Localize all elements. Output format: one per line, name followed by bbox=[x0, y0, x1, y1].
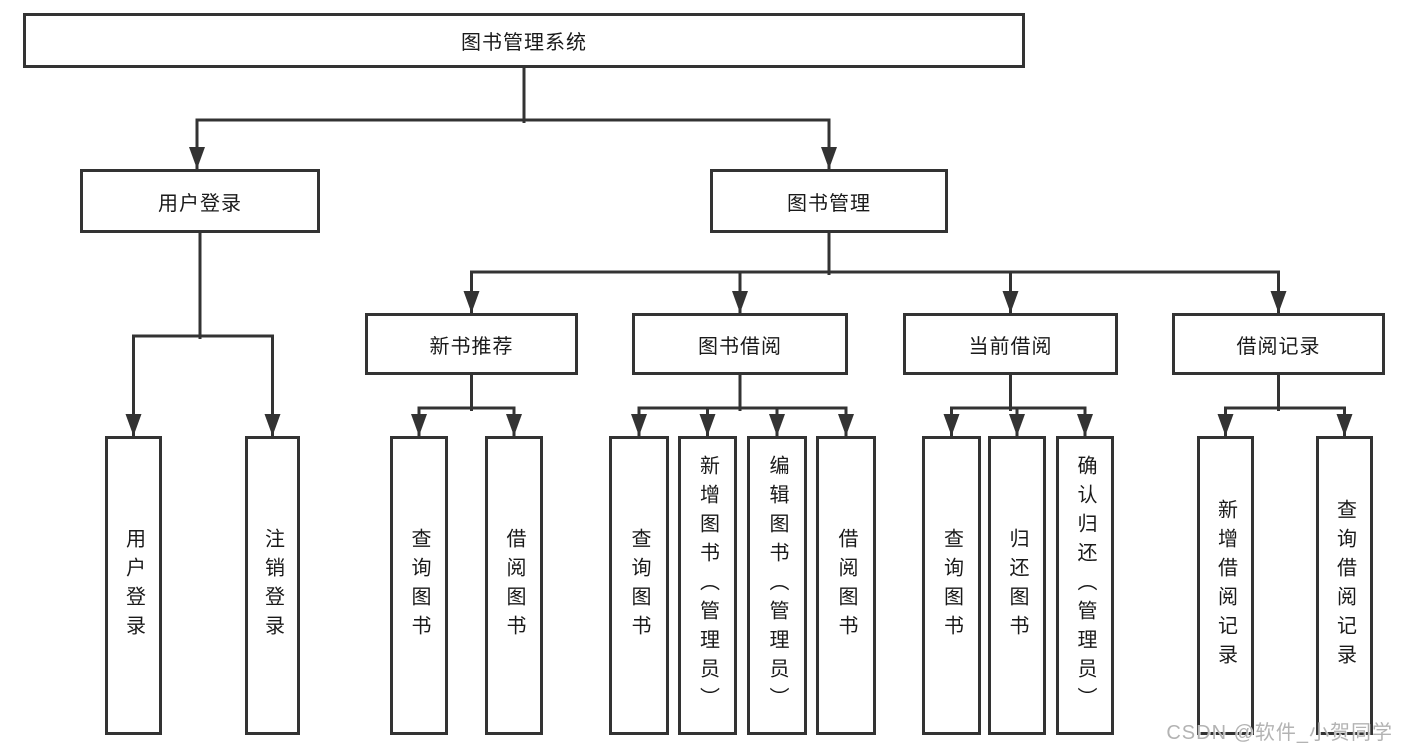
leaf-bb-edit-books-admin: 编辑图书（管理员） bbox=[747, 436, 807, 735]
leaf-cb-query-books-label: 查询图书 bbox=[940, 527, 963, 644]
leaf-bb-borrow-books-label: 借阅图书 bbox=[835, 527, 857, 644]
node-user-login-label: 用户登录 bbox=[158, 192, 242, 215]
leaf-br-query-record-label: 查询借阅记录 bbox=[1333, 498, 1356, 673]
node-book-management-label: 图书管理 bbox=[787, 192, 871, 215]
leaf-bb-query-books: 查询图书 bbox=[609, 436, 669, 735]
leaf-logout-label: 注销登录 bbox=[261, 527, 284, 644]
leaf-bb-query-books-label: 查询图书 bbox=[628, 527, 650, 644]
edge-borrow-records-rail bbox=[1224, 406, 1346, 422]
edge-book-management-rail bbox=[470, 270, 1280, 292]
node-new-book-recommend-label: 新书推荐 bbox=[429, 335, 514, 358]
edge-root-rail bbox=[195, 118, 831, 162]
leaf-nb-borrow-books-label: 借阅图书 bbox=[503, 527, 525, 644]
leaf-cb-return-books-label: 归还图书 bbox=[1006, 527, 1028, 644]
node-borrow-records: 借阅记录 bbox=[1172, 313, 1385, 375]
leaf-nb-query-books: 查询图书 bbox=[390, 436, 448, 735]
edge-book-borrow-rail bbox=[637, 406, 848, 422]
leaf-bb-edit-books-admin-label: 编辑图书（管理员） bbox=[766, 455, 788, 716]
leaf-br-add-record-label: 新增借阅记录 bbox=[1214, 498, 1237, 673]
leaf-br-query-record: 查询借阅记录 bbox=[1316, 436, 1373, 735]
leaf-br-add-record: 新增借阅记录 bbox=[1197, 436, 1254, 735]
leaf-nb-borrow-books: 借阅图书 bbox=[485, 436, 543, 735]
edge-user-login-rail bbox=[132, 334, 274, 402]
node-book-borrow: 图书借阅 bbox=[632, 313, 848, 375]
edge-new-book-rail bbox=[417, 406, 516, 422]
leaf-cb-confirm-return-admin: 确认归还（管理员） bbox=[1056, 436, 1114, 735]
node-book-management: 图书管理 bbox=[710, 169, 948, 233]
node-new-book-recommend: 新书推荐 bbox=[365, 313, 578, 375]
leaf-nb-query-books-label: 查询图书 bbox=[408, 527, 430, 644]
node-library-system: 图书管理系统 bbox=[23, 13, 1025, 68]
node-book-borrow-label: 图书借阅 bbox=[698, 335, 782, 358]
leaf-bb-borrow-books: 借阅图书 bbox=[816, 436, 876, 735]
node-current-borrow: 当前借阅 bbox=[903, 313, 1118, 375]
leaf-cb-return-books: 归还图书 bbox=[988, 436, 1046, 735]
node-user-login: 用户登录 bbox=[80, 169, 320, 233]
leaf-bb-add-books-admin-label: 新增图书（管理员） bbox=[696, 455, 719, 716]
node-borrow-records-label: 借阅记录 bbox=[1236, 335, 1321, 358]
leaf-user-login: 用户登录 bbox=[105, 436, 162, 735]
leaf-cb-query-books: 查询图书 bbox=[922, 436, 981, 735]
leaf-logout: 注销登录 bbox=[245, 436, 300, 735]
leaf-cb-confirm-return-admin-label: 确认归还（管理员） bbox=[1074, 455, 1096, 716]
node-library-system-label: 图书管理系统 bbox=[461, 32, 587, 54]
leaf-bb-add-books-admin: 新增图书（管理员） bbox=[678, 436, 737, 735]
node-current-borrow-label: 当前借阅 bbox=[968, 335, 1053, 358]
leaf-user-login-label: 用户登录 bbox=[122, 527, 145, 644]
